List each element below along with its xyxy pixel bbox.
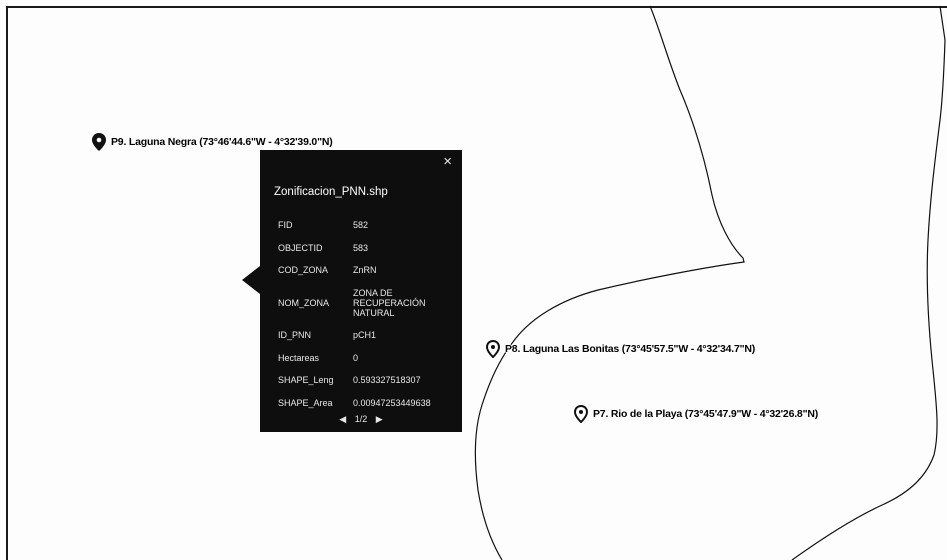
marker-label-p8: P8. Laguna Las Bonitas (73°45'57.5"W - 4…: [505, 343, 756, 355]
attribute-row: ID_PNN pCH1: [278, 324, 457, 347]
marker-label-p9: P9. Laguna Negra (73°46'44.6"W - 4°32'39…: [111, 136, 333, 148]
map-pin-outline-icon: [486, 340, 500, 358]
feature-info-popup: × Zonificacion_PNN.shp FID 582 OBJECTID …: [260, 150, 462, 432]
attribute-value: 0: [353, 352, 359, 363]
attribute-key: FID: [278, 220, 293, 231]
previous-arrow-icon[interactable]: ◀: [339, 414, 347, 424]
attribute-table: FID 582 OBJECTID 583 COD_ZONA ZnRN NOM_Z…: [278, 214, 457, 414]
close-icon[interactable]: ×: [443, 153, 452, 170]
popup-tail: [242, 266, 260, 294]
attribute-key: COD_ZONA: [278, 265, 329, 276]
attribute-value: 0.593327518307: [353, 375, 421, 386]
attribute-row: COD_ZONA ZnRN: [278, 259, 457, 282]
marker-label-p7: P7. Rio de la Playa (73°45'47.9"W - 4°32…: [593, 408, 819, 420]
attribute-value: 0.00947253449638: [353, 397, 431, 408]
zone-boundary-right: [791, 5, 946, 560]
marker-p7[interactable]: P7. Rio de la Playa (73°45'47.9"W - 4°32…: [574, 405, 818, 423]
attribute-value: 583: [353, 242, 369, 253]
attribute-key: SHAPE_Leng: [278, 375, 334, 386]
attribute-value: ZnRN: [353, 265, 377, 276]
attribute-row: OBJECTID 583: [278, 237, 457, 260]
attribute-value: 582: [353, 220, 369, 231]
marker-p8[interactable]: P8. Laguna Las Bonitas (73°45'57.5"W - 4…: [486, 340, 755, 358]
attribute-row: FID 582: [278, 214, 457, 237]
popup-title: Zonificacion_PNN.shp: [274, 186, 388, 198]
attribute-value: ZONA DE RECUPERACIÓN NATURAL: [353, 287, 426, 318]
attribute-row: SHAPE_Leng 0.593327518307: [278, 369, 457, 392]
page-indicator: 1/2: [354, 414, 368, 424]
attribute-key: Hectareas: [278, 352, 320, 363]
attribute-key: ID_PNN: [278, 330, 312, 341]
map-frame: [6, 6, 947, 560]
popup-pager: ◀ 1/2 ▶: [260, 414, 462, 425]
attribute-row: SHAPE_Area 0.00947253449638: [278, 392, 457, 415]
attribute-value: pCH1: [353, 330, 377, 341]
map-pin-outline-icon: [574, 405, 588, 423]
zone-boundary-upper: [474, 5, 745, 560]
next-arrow-icon[interactable]: ▶: [375, 414, 383, 424]
attribute-row: Hectareas 0: [278, 346, 457, 369]
attribute-key: SHAPE_Area: [278, 397, 333, 408]
map-pin-filled-icon: [92, 133, 106, 151]
attribute-row: NOM_ZONA ZONA DE RECUPERACIÓN NATURAL: [278, 282, 457, 324]
marker-p9[interactable]: P9. Laguna Negra (73°46'44.6"W - 4°32'39…: [92, 133, 333, 151]
attribute-key: NOM_ZONA: [278, 297, 330, 308]
attribute-key: OBJECTID: [278, 242, 323, 253]
